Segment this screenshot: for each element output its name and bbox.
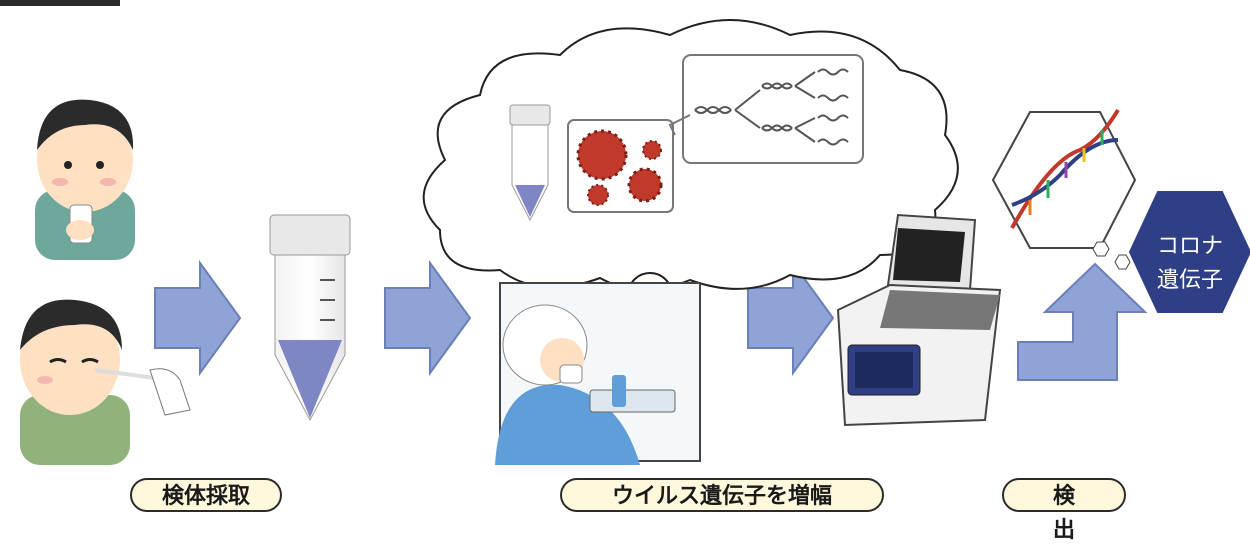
top-caption-fragment [0,0,120,6]
corona-gene-text-line2: 遺伝子 [1156,268,1223,293]
pcr-machine-icon [836,213,1002,427]
dna-icon [694,68,849,146]
lab-worker-icon [495,282,701,465]
arrow-3 [747,259,835,377]
arrow-1 [154,259,242,377]
virus-icon [576,129,628,181]
corona-gene-text-line1: コロナ [1156,234,1223,259]
test-tube-icon [269,214,351,422]
step-label-detection: 検 出 [1002,478,1126,543]
small-tube-icon [509,104,551,222]
dna-helix-icon [991,108,1137,270]
step-label-sample-collection: 検体採取 [130,478,282,512]
pcr-process-diagram [0,0,1250,465]
arrow-2 [384,259,472,377]
dna-amplification-panel [668,54,864,164]
virus-panel [567,119,674,213]
person-nose-swab-icon [20,299,191,465]
step-label-amplify-virus-gene: ウイルス遺伝子を増幅 [560,478,884,512]
person-mouth-swab-icon [35,99,135,260]
corona-gene-hexagon [1128,191,1250,313]
arrow-4-up [1017,262,1148,381]
